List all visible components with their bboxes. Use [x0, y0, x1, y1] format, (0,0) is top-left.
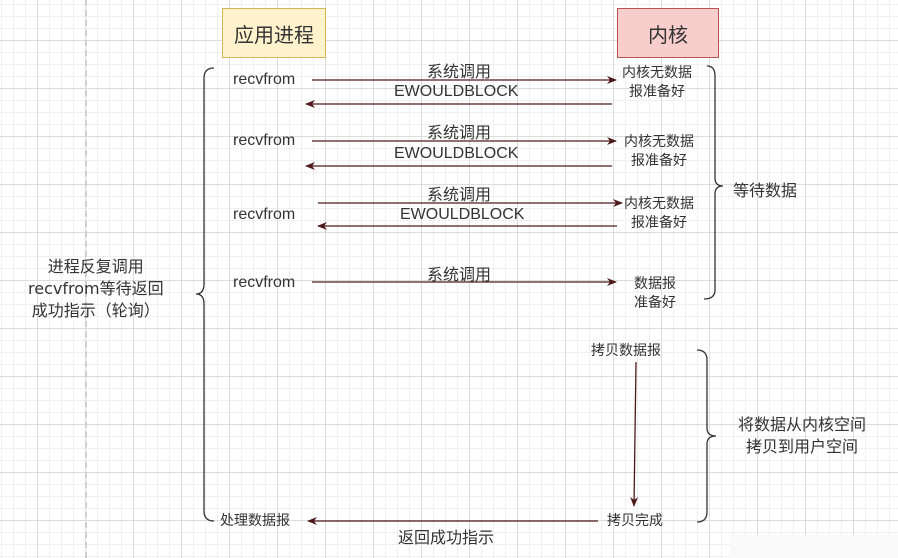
copy-arrow [630, 361, 639, 507]
kernel-label: 内核 [648, 22, 688, 47]
recvfrom-call-3: recvfrom [233, 206, 296, 223]
app-process-label: 应用进程 [234, 22, 314, 47]
left-brace [195, 67, 215, 522]
response-label-2: EWOULDBLOCK [394, 145, 519, 162]
copy-brace [696, 349, 717, 523]
kernel-state-4-line1: 数据报 [634, 276, 676, 292]
recvfrom-call-4: recvfrom [233, 274, 296, 291]
copy-annotation-line2: 拷贝到用户空间 [746, 437, 859, 456]
kernel-state-1-line2: 报准备好 [629, 84, 685, 100]
kernel-state-3-line1: 内核无数据 [624, 196, 694, 212]
copy-start-label: 拷贝数据报 [591, 343, 661, 359]
left-annotation-line3: 成功指示（轮询） [31, 301, 160, 320]
wait-brace [703, 65, 724, 300]
left-annotation: 进程反复调用 recvfrom等待返回 成功指示（轮询） [28, 256, 164, 322]
request-label-2: 系统调用 [427, 125, 492, 142]
kernel-state-4: 数据报 准备好 [634, 275, 676, 313]
grid-dashed-guide [85, 0, 87, 558]
app-process-box: 应用进程 [222, 8, 326, 58]
kernel-state-3-line2: 报准备好 [631, 215, 687, 231]
kernel-state-2-line2: 报准备好 [631, 153, 687, 169]
return-success-label: 返回成功指示 [398, 530, 495, 547]
kernel-state-1: 内核无数据 报准备好 [622, 64, 692, 102]
kernel-state-4-line2: 准备好 [634, 295, 676, 311]
copy-done-label: 拷贝完成 [607, 513, 663, 529]
request-label-4: 系统调用 [427, 267, 492, 284]
request-label-1: 系统调用 [427, 64, 492, 81]
copy-annotation: 将数据从内核空间 拷贝到用户空间 [738, 414, 866, 458]
request-label-3: 系统调用 [427, 187, 492, 204]
wait-annotation: 等待数据 [733, 181, 798, 200]
kernel-state-3: 内核无数据 报准备好 [624, 195, 694, 233]
left-annotation-line2: recvfrom等待返回 [28, 279, 164, 298]
recvfrom-call-2: recvfrom [233, 132, 296, 149]
kernel-state-1-line1: 内核无数据 [622, 65, 692, 81]
bottom-blank-strip [730, 535, 898, 558]
kernel-box: 内核 [617, 8, 719, 58]
recvfrom-call-1: recvfrom [233, 71, 296, 88]
kernel-state-2-line1: 内核无数据 [624, 134, 694, 150]
response-label-1: EWOULDBLOCK [394, 83, 519, 100]
response-label-3: EWOULDBLOCK [400, 206, 525, 223]
left-annotation-line1: 进程反复调用 [47, 257, 144, 276]
copy-annotation-line1: 将数据从内核空间 [738, 415, 867, 434]
process-datagram-label: 处理数据报 [220, 513, 290, 529]
kernel-state-2: 内核无数据 报准备好 [624, 133, 694, 171]
